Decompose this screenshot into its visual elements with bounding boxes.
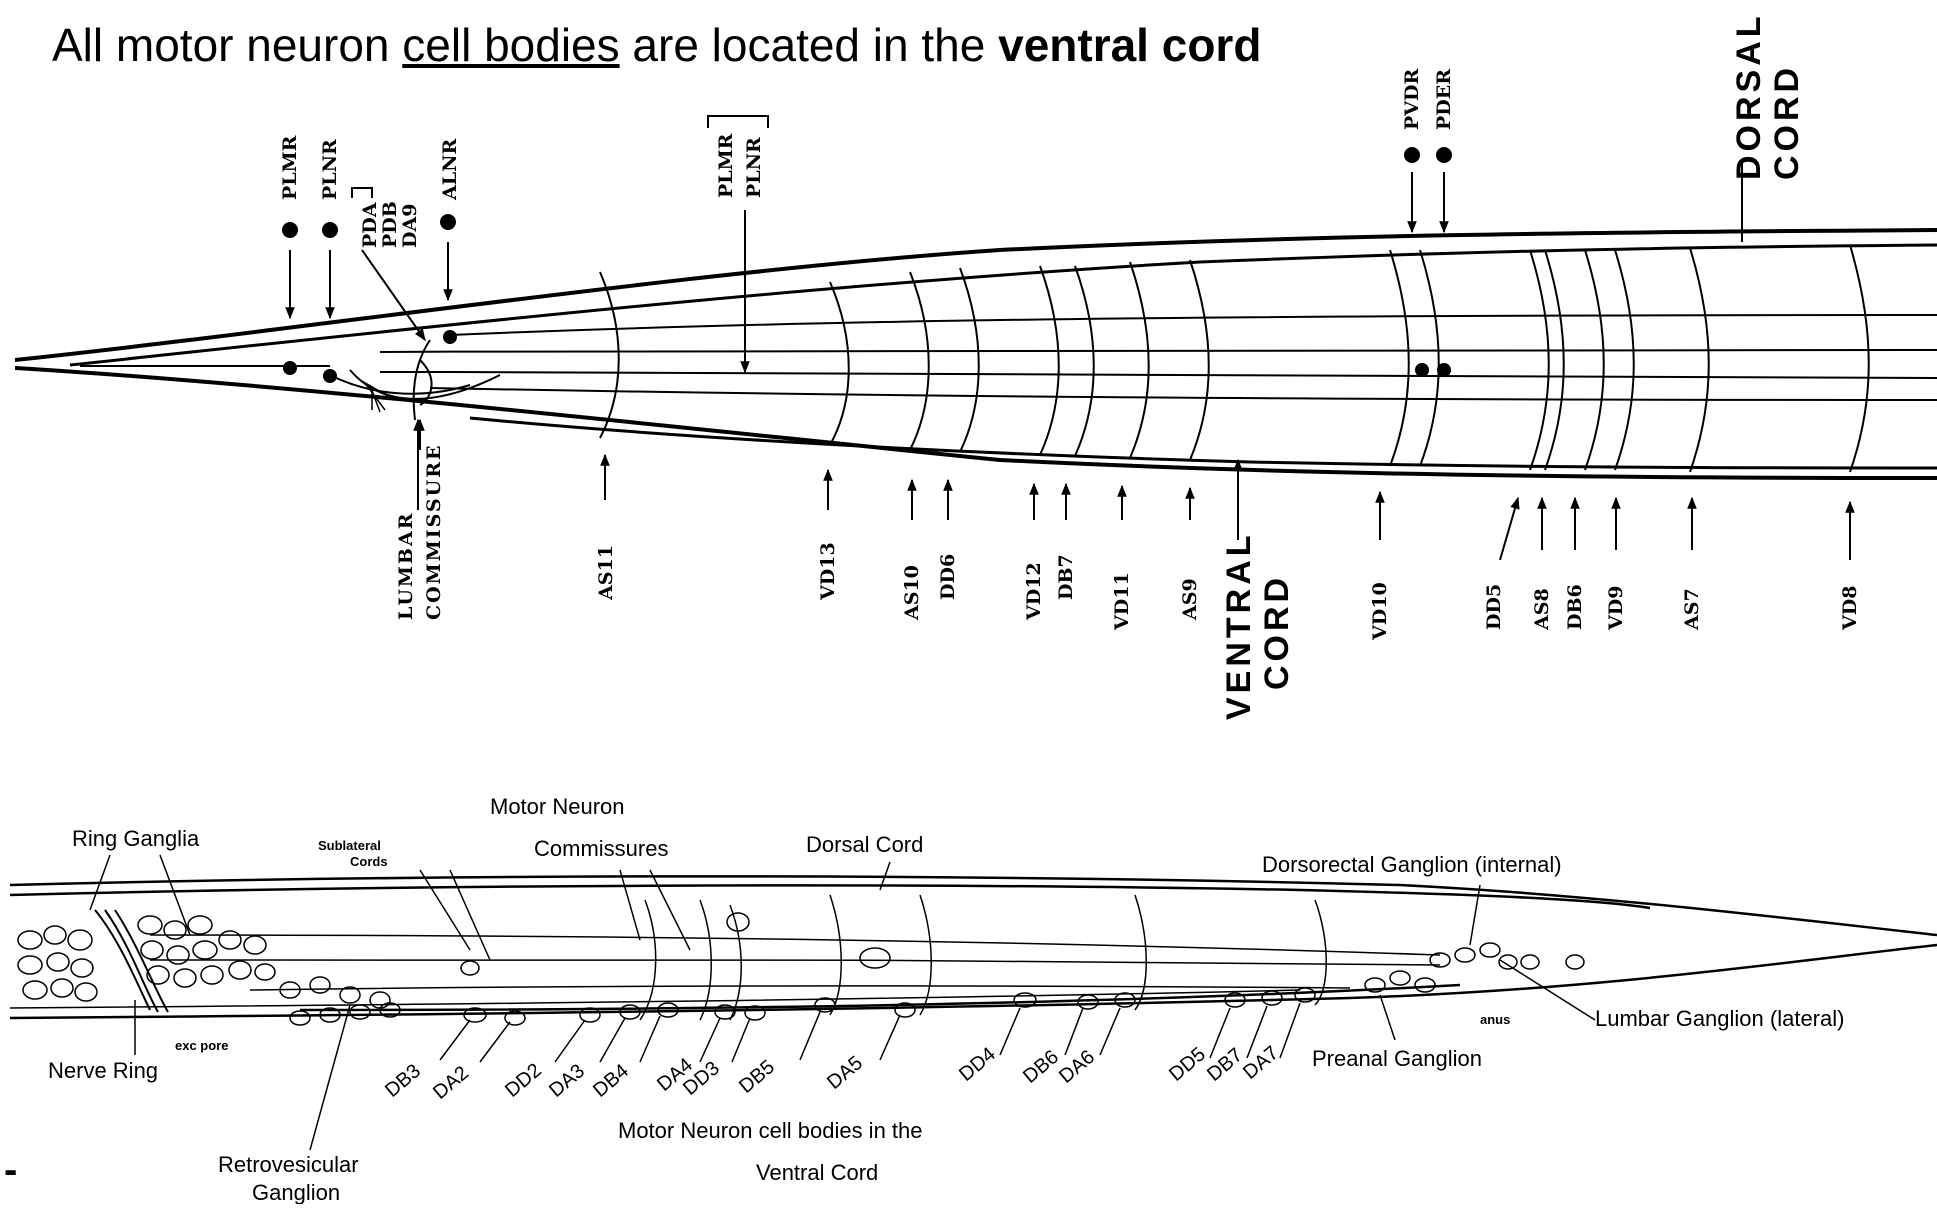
label-db7: DB7	[1055, 554, 1077, 600]
worm-diagram	[10, 876, 1937, 1025]
lumbar-commissure-label: LUMBAR COMMISSURE	[395, 444, 445, 621]
neuron-dd2: DD2	[501, 1059, 546, 1102]
page-mark: -	[4, 1148, 17, 1193]
body-outline-bottom	[15, 368, 1937, 478]
retrovesicular-label-2: Ganglion	[252, 1180, 340, 1204]
exc-pore-label: exc pore	[175, 1038, 228, 1053]
sublateral-cords-label-2: Cords	[350, 854, 388, 869]
svg-text:LUMBAR: LUMBAR	[395, 511, 417, 620]
preanal-ganglion-label: Preanal Ganglion	[1312, 1046, 1482, 1071]
neuron-db5: DB5	[735, 1056, 779, 1098]
label-pda: PDA	[359, 202, 381, 248]
heading-cell-bodies: cell bodies	[402, 19, 619, 71]
label-vd8: VD8	[1839, 586, 1861, 631]
svg-text:CORD: CORD	[1768, 64, 1806, 180]
label-as9: AS9	[1179, 578, 1201, 621]
anus-label: anus	[1480, 1012, 1510, 1027]
label-db6: DB6	[1564, 584, 1586, 630]
heading-text-1: All motor neuron	[52, 19, 402, 71]
figure-heading: All motor neuron cell bodies are located…	[52, 18, 1261, 72]
body-outline-top-inner	[70, 245, 1937, 365]
label-dd5: DD5	[1483, 584, 1505, 630]
motor-neuron-commissures-1: Motor Neuron	[490, 794, 625, 819]
cell-body-caption-2: Ventral Cord	[756, 1160, 878, 1185]
ventral-cord-neuron-labels: DB3 DA2 DD2 DA3 DB4 DA4 DD3 DB5 DA5 DD4 …	[381, 1042, 1283, 1104]
label-vd11: VD11	[1111, 572, 1133, 631]
tail-diagram	[15, 230, 1937, 478]
label-vd10: VD10	[1369, 582, 1391, 641]
label-plnr-1: PLNR	[319, 139, 341, 200]
neuron-dd5: DD5	[1165, 1043, 1210, 1086]
label-alnr: ALNR	[439, 139, 461, 201]
svg-text:CORD: CORD	[1258, 574, 1296, 690]
label-as8: AS8	[1531, 588, 1553, 631]
worm-leader-lines	[90, 855, 1595, 1150]
label-as10: AS10	[901, 565, 923, 621]
neuron-db4: DB4	[589, 1060, 633, 1102]
svg-text:DORSAL: DORSAL	[1730, 12, 1768, 180]
label-brackets	[352, 116, 768, 198]
dorsal-cord-label: DORSAL CORD	[1730, 12, 1806, 180]
label-plnr-2: PLNR	[743, 137, 765, 198]
label-pder: PDER	[1433, 69, 1455, 130]
label-pdb: PDB	[379, 201, 401, 248]
nerve-ring-label: Nerve Ring	[48, 1058, 158, 1083]
label-vd13: VD13	[817, 542, 839, 601]
label-vd9: VD9	[1605, 586, 1627, 631]
label-da9: DA9	[399, 204, 421, 248]
dorsal-cord-label-2: Dorsal Cord	[806, 832, 923, 857]
label-pvdr: PVDR	[1401, 68, 1423, 130]
neuron-dd4: DD4	[955, 1043, 1000, 1086]
label-dd6: DD6	[937, 554, 959, 600]
neuron-da3: DA3	[545, 1060, 589, 1102]
sublateral-cords-label-1: Sublateral	[318, 838, 381, 853]
neuron-da6: DA6	[1055, 1046, 1099, 1088]
ventral-cord-label: VENTRAL CORD	[1220, 531, 1296, 720]
neuron-da7: DA7	[1239, 1042, 1283, 1084]
dorsorectal-ganglion-label: Dorsorectal Ganglion (internal)	[1262, 852, 1562, 877]
svg-text:VENTRAL: VENTRAL	[1220, 531, 1258, 720]
cell-body-caption-1: Motor Neuron cell bodies in the	[618, 1118, 923, 1143]
retrovesicular-label-1: Retrovesicular	[218, 1152, 359, 1177]
lumbar-ganglion-label: Lumbar Ganglion (lateral)	[1595, 1006, 1844, 1031]
svg-text:COMMISSURE: COMMISSURE	[423, 444, 445, 621]
worm-labels: Ring Ganglia Sublateral Cords Motor Neur…	[48, 794, 1844, 1204]
heading-text-3: are located in the	[620, 19, 998, 71]
label-vd12: VD12	[1023, 562, 1045, 621]
neuron-db6: DB6	[1019, 1046, 1063, 1088]
neuron-da5: DA5	[823, 1052, 867, 1094]
body-outline-bottom-inner	[470, 418, 1937, 468]
top-label-arrows	[283, 148, 1742, 372]
label-as11: AS11	[595, 545, 617, 601]
label-plmr-1: PLMR	[279, 135, 301, 200]
neuron-da2: DA2	[429, 1062, 473, 1104]
motor-neuron-commissures-2: Commissures	[534, 836, 668, 861]
label-as7: AS7	[1681, 588, 1703, 631]
ring-ganglia-label: Ring Ganglia	[72, 826, 200, 851]
neuron-db3: DB3	[381, 1060, 425, 1102]
heading-ventral-cord: ventral cord	[998, 19, 1261, 71]
bottom-label-arrows	[418, 420, 1850, 560]
label-plmr-2: PLMR	[715, 133, 737, 198]
